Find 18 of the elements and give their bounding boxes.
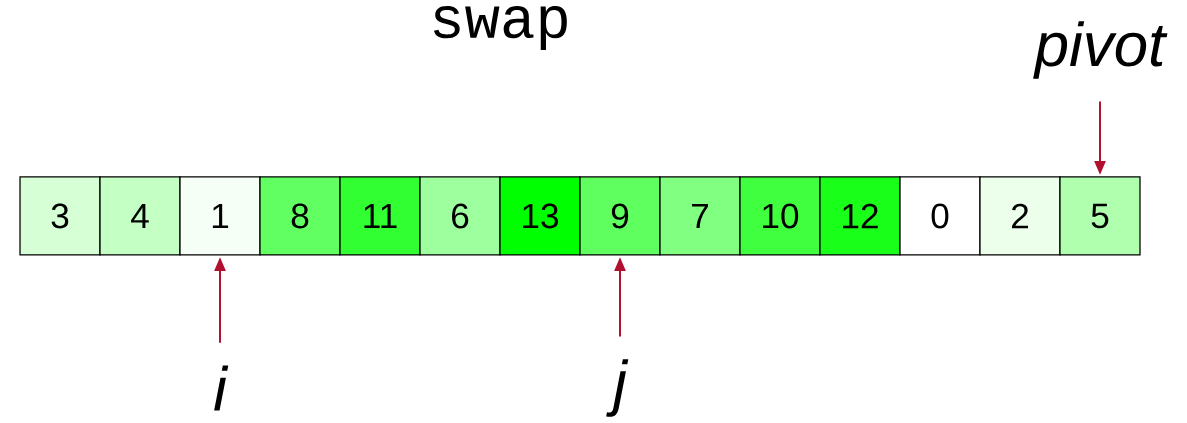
array-cell: 6 — [419, 176, 501, 256]
array-cell: 10 — [739, 176, 821, 256]
pointer-label: j — [606, 359, 629, 417]
array-cell: 11 — [339, 176, 421, 256]
array-cell: 12 — [819, 176, 901, 256]
array-cell: 13 — [499, 176, 581, 256]
pointer-label: pivot — [1033, 21, 1168, 79]
array-cell: 8 — [259, 176, 341, 256]
array-cell: 5 — [1059, 176, 1141, 256]
array-cell: 0 — [899, 176, 981, 256]
array-cell: 4 — [99, 176, 181, 256]
array-cell: 3 — [19, 176, 101, 256]
array-cell: 1 — [179, 176, 261, 256]
pointer-label: i — [214, 365, 229, 411]
array-cell: 9 — [579, 176, 661, 256]
array-cell: 7 — [659, 176, 741, 256]
title: swap — [433, 5, 567, 51]
array-cell: 2 — [979, 176, 1061, 256]
